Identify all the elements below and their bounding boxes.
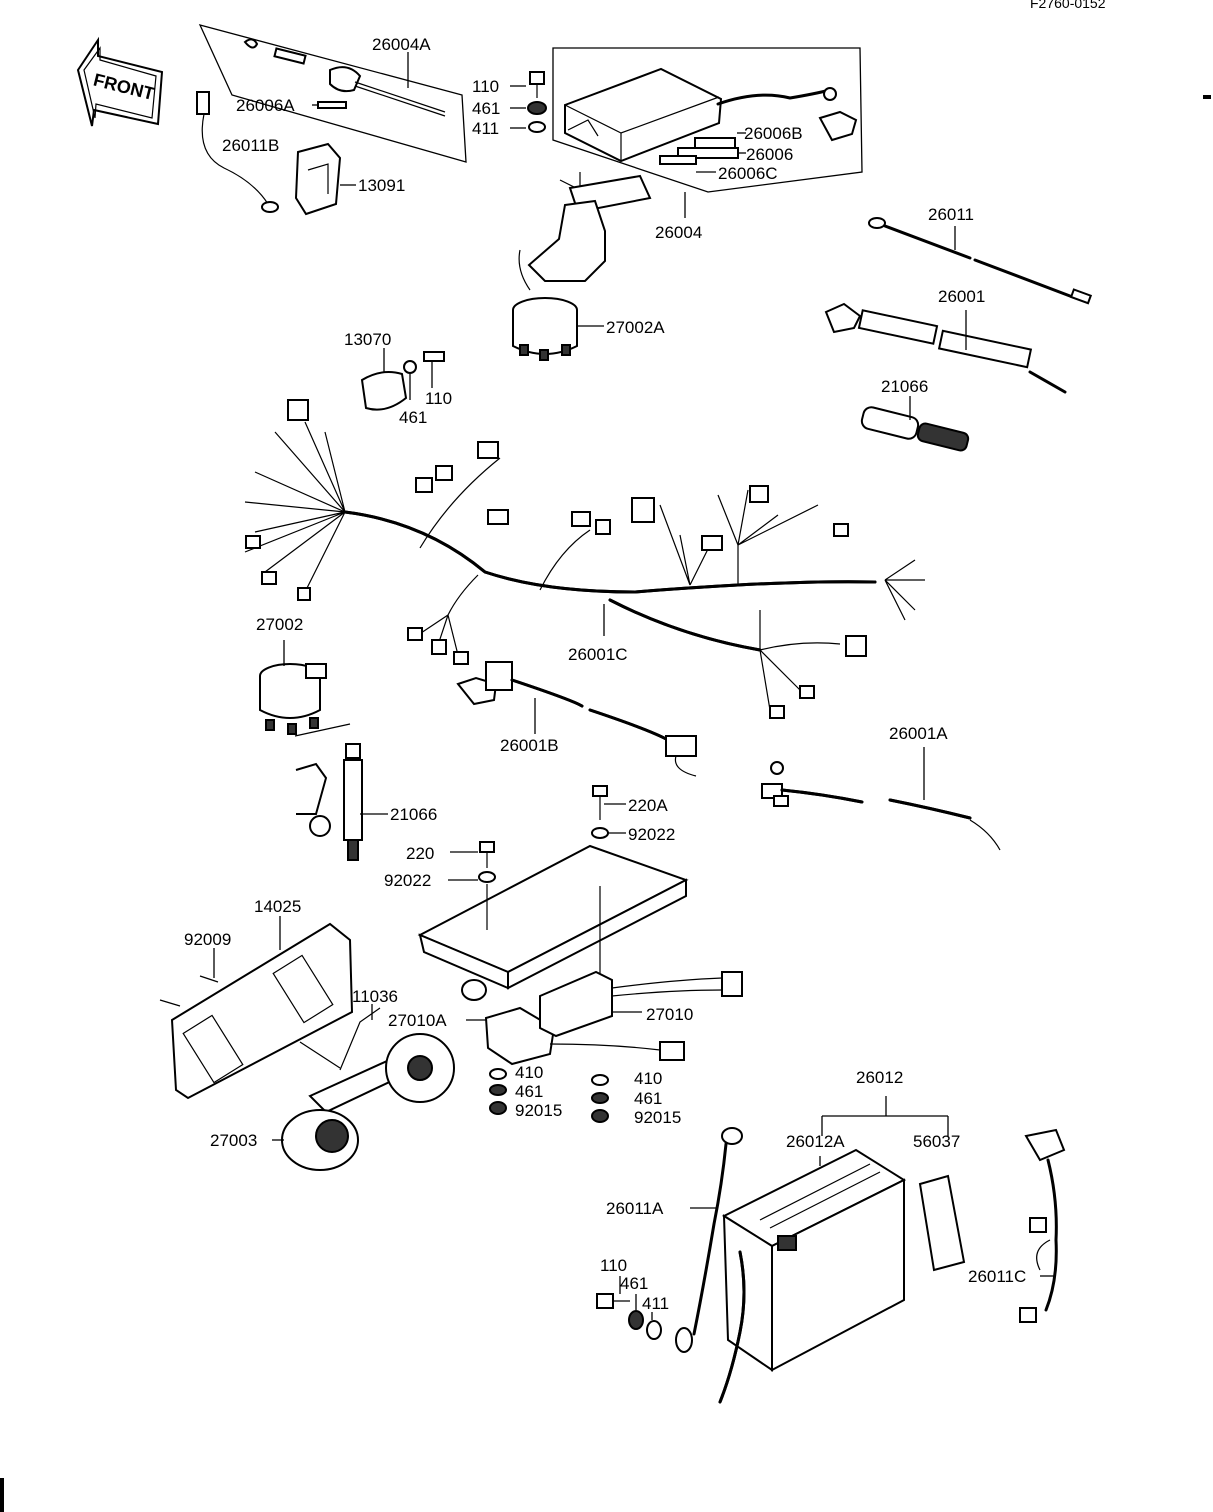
drawing-code: F2760-0152 [1030, 0, 1106, 11]
bracket-13070 [360, 351, 445, 411]
label-110-mid: 110 [425, 389, 452, 408]
main-wiring-harness [244, 399, 925, 719]
label-26011: 26011 [928, 205, 974, 224]
label-56037: 56037 [913, 1132, 960, 1151]
relay-27002A [512, 199, 606, 361]
label-461-left: 461 [515, 1082, 543, 1101]
lead-26001 [824, 302, 1067, 394]
regulator-27010A [484, 1006, 685, 1066]
label-26004A: 26004A [372, 35, 431, 54]
label-461-mid: 461 [399, 408, 427, 427]
bolt-stack-bottom [596, 1293, 662, 1340]
battery-26012 [721, 1148, 966, 1372]
tray-bolts [478, 785, 609, 883]
fuse-box-group [552, 47, 863, 214]
margin-mark-bottom [0, 1478, 4, 1512]
label-92009: 92009 [184, 930, 231, 949]
label-21066-top: 21066 [881, 377, 928, 396]
lead-26001A [761, 761, 1001, 851]
label-411-bottom: 411 [642, 1294, 669, 1313]
label-26001: 26001 [938, 287, 985, 306]
label-461-top: 461 [472, 99, 500, 118]
label-11036: 11036 [352, 987, 398, 1006]
label-26001B: 26001B [500, 736, 559, 755]
relay-27002 [259, 663, 351, 837]
label-27002: 27002 [256, 615, 303, 634]
label-461-bottom: 461 [620, 1274, 648, 1293]
label-13091: 13091 [358, 176, 405, 195]
front-arrow-icon: FRONT [76, 36, 164, 127]
label-92015-right: 92015 [634, 1108, 681, 1127]
label-26004: 26004 [655, 223, 702, 242]
rectifier-27010 [539, 970, 743, 1038]
label-410-left: 410 [515, 1063, 543, 1082]
label-26006: 26006 [746, 145, 793, 164]
label-27003: 27003 [210, 1131, 257, 1150]
horn-assembly [281, 1007, 455, 1171]
ground-lead-26011B [196, 91, 279, 213]
label-26001C: 26001C [568, 645, 628, 664]
bracket-13091 [294, 142, 342, 216]
label-27010A: 27010A [388, 1011, 447, 1030]
label-26011B: 26011B [222, 136, 279, 155]
nut-stack-right [591, 1074, 609, 1123]
battery-tray [417, 844, 689, 1016]
label-410-right: 410 [634, 1069, 662, 1088]
bolt-stack-top [527, 71, 547, 133]
label-26012A: 26012A [786, 1132, 845, 1151]
label-26011A: 26011A [606, 1199, 664, 1218]
label-110-top: 110 [472, 77, 499, 96]
label-26006B: 26006B [744, 124, 803, 143]
label-26012: 26012 [856, 1068, 903, 1087]
margin-mark [1203, 95, 1211, 99]
label-411-top: 411 [472, 119, 499, 138]
label-14025: 14025 [254, 897, 301, 916]
label-13070: 13070 [344, 330, 391, 349]
battery-cable-26011A [675, 1127, 743, 1353]
lead-26001B [456, 661, 697, 777]
label-220A: 220A [628, 796, 668, 815]
instrument-panel-group [198, 24, 467, 163]
label-220: 220 [406, 844, 434, 863]
label-26006A: 26006A [236, 96, 295, 115]
label-26011C: 26011C [968, 1267, 1026, 1286]
condenser-21066 [860, 406, 970, 452]
nut-stack-left [489, 1068, 507, 1115]
label-92022-b: 92022 [384, 871, 431, 890]
condenser-21066-lower [343, 743, 363, 861]
label-26006C: 26006C [718, 164, 778, 183]
label-92015-left: 92015 [515, 1101, 562, 1120]
label-461-right: 461 [634, 1089, 662, 1108]
label-27010: 27010 [646, 1005, 693, 1024]
label-110-bottom: 110 [600, 1256, 627, 1275]
battery-cable-26011C [1019, 1128, 1066, 1323]
label-27002A: 27002A [606, 318, 665, 337]
label-26001A: 26001A [889, 724, 948, 743]
lead-26011 [868, 217, 1093, 305]
label-92022-a: 92022 [628, 825, 675, 844]
label-21066-lower: 21066 [390, 805, 437, 824]
side-cover-14025 [159, 922, 354, 1100]
